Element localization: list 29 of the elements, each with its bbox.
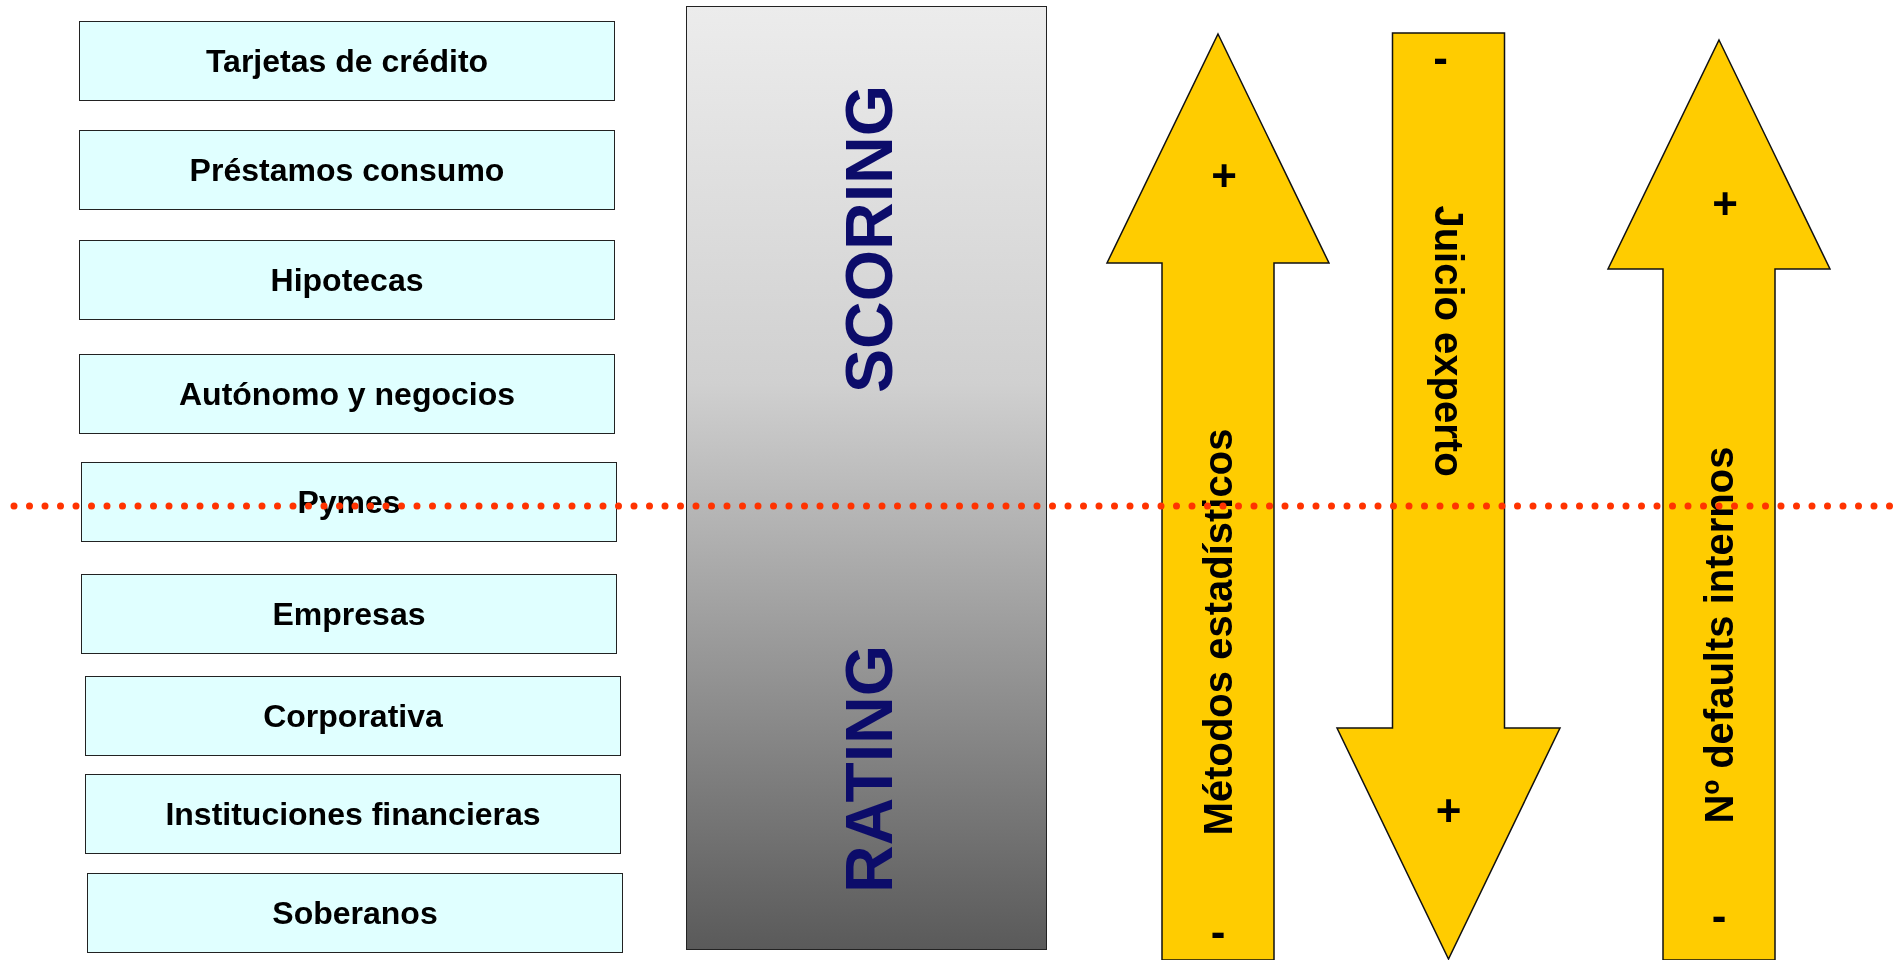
gradient-panel xyxy=(686,6,1047,950)
category-label: Autónomo y negocios xyxy=(179,375,515,413)
category-box xyxy=(79,240,615,320)
category-label: Corporativa xyxy=(263,697,443,735)
category-box xyxy=(81,574,617,654)
category-label: Instituciones financieras xyxy=(165,795,541,833)
category-label: Soberanos xyxy=(272,894,438,932)
vertical-heading: RATING xyxy=(836,644,902,894)
category-label: Hipotecas xyxy=(270,261,424,299)
vertical-heading: SCORING xyxy=(836,85,902,393)
category-box xyxy=(85,676,621,756)
category-box xyxy=(81,462,617,542)
category-box xyxy=(79,354,615,434)
category-box xyxy=(85,774,621,854)
category-box xyxy=(87,873,623,953)
sign-label: - xyxy=(1210,910,1226,954)
category-label: Empresas xyxy=(272,595,426,633)
arrow-label: Juicio experto xyxy=(1428,204,1469,477)
sign-label: - xyxy=(1711,894,1727,938)
category-label: Préstamos consumo xyxy=(189,151,505,189)
sign-label: + xyxy=(1712,182,1738,226)
sign-label: + xyxy=(1211,154,1237,198)
sign-label: + xyxy=(1435,789,1462,833)
category-box xyxy=(79,130,615,210)
arrow-label: Métodos estadísticos xyxy=(1198,428,1238,835)
arrow-label: Nº defaults internos xyxy=(1699,446,1739,823)
category-label: Tarjetas de crédito xyxy=(205,42,489,80)
category-box xyxy=(79,21,615,101)
sign-label: - xyxy=(1433,36,1448,80)
